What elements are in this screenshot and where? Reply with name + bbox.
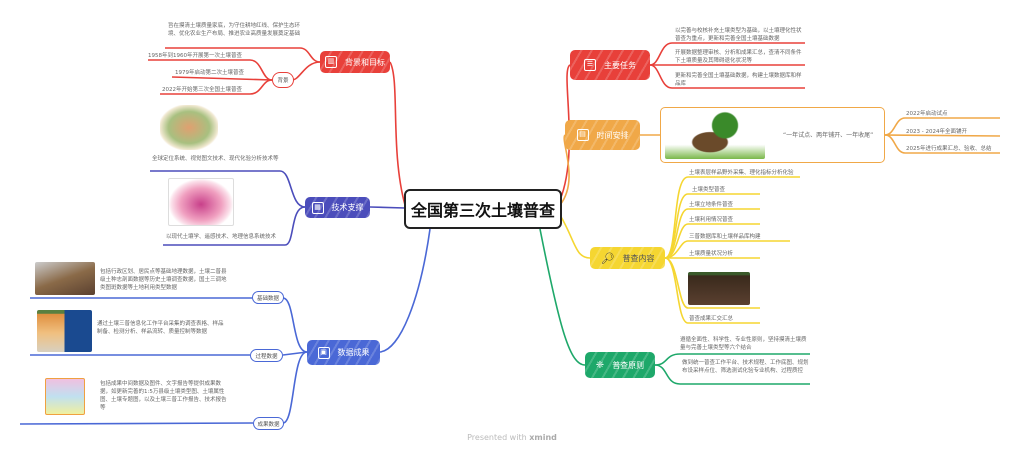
task-item[interactable]: 以完善与校核补充土壤类型为基础，以土壤理化性状普查为重点，更新和完善全国土壤基础… [675,28,802,42]
topic-label: 普查内容 [622,253,655,263]
subtopic-basic-data[interactable]: 基础数据 [252,291,284,304]
soil-image [688,272,750,305]
xmind-brand: xmind [529,433,557,442]
schedule-item[interactable]: 2025年进行成果汇总、验收、总结 [906,146,992,152]
background-item[interactable]: 1958年到1960年开展第一次土壤普查 [148,53,242,59]
topic-data-results[interactable]: ▣ 数据成果 [307,340,380,365]
data-text[interactable]: 包括成果中间数据及图件、文字报告等提供成果数据，如更新完善的1:5万县级土壤类型… [100,381,227,411]
schedule-item[interactable]: 2023 - 2024年全面铺开 [906,129,967,135]
footer-prefix: Presented with [467,433,527,442]
topic-survey-content[interactable]: 🔎︎ 普查内容 [590,247,665,269]
topic-background-goals[interactable]: ▥ 背景和目标 [320,51,390,73]
content-item[interactable]: 普查成果汇交汇总 [689,316,734,322]
principle-item[interactable]: 做到统一普查工作平台、技术规程、工作底图、规划布设采样点位、筛选测试化验专业机构… [682,360,809,374]
task-item[interactable]: 开展数据整理审核、分析和成果汇总，查清不同条件下土壤质量及其障碍退化状况等 [675,50,802,64]
background-item[interactable]: 1979年启动第二次土壤普查 [175,70,244,76]
principle-item[interactable]: 遵循全面性、科学性、专业性原则，坚持摸清土壤质量与完善土壤类型等六个结合 [680,337,807,351]
tech-item[interactable]: 以现代土壤学、遥感技术、地理信息系统技术 [166,234,277,240]
topic-label: 技术支撑 [331,203,364,212]
background-item[interactable]: 2022年开始第三次全国土壤普查 [162,87,242,93]
subtopic-result-data[interactable]: 成果数据 [253,417,284,430]
schedule-item[interactable]: 2022年启动试点 [906,111,948,117]
topic-label: 时间安排 [596,130,629,140]
topic-label: 数据成果 [337,348,370,357]
topic-label: 主要任务 [604,60,636,70]
task-item[interactable]: 更新和完善全国土壤基础数据，构建土壤数据库和样品库 [675,73,802,87]
calendar-icon: ▤ [576,129,589,141]
footer-credit: Presented with xmind [0,433,1024,442]
soil-sample-image [35,262,95,295]
schedule-card[interactable]: “一年试点、两年铺开、一年收尾” [660,107,885,163]
topic-schedule[interactable]: ▤ 时间安排 [565,120,640,150]
save-icon: ▣ [317,346,330,359]
content-item[interactable]: 土壤类型普查 [692,187,726,193]
soil-map-image [160,105,218,150]
topic-main-tasks[interactable]: ☰ 主要任务 [570,50,650,80]
topic-principles[interactable]: ❈ 普查原则 [585,352,655,378]
tech-item[interactable]: 全球定位系统、视觉图文技术、现代化验分析技术等 [152,156,279,162]
subtopic-process-data[interactable]: 过程数据 [250,349,283,362]
data-text[interactable]: 通过土壤三普信息化工作平台采集的调查表格、样品制备、检测分析、样品流转、质量控制… [97,321,224,335]
content-item[interactable]: 土壤立地条件普查 [689,202,734,208]
magnifier-icon: 🔎︎ [600,251,615,265]
china-map-image [168,178,234,226]
schedule-quote: “一年试点、两年铺开、一年收尾” [783,132,874,139]
chart-icon: ▥ [325,56,337,68]
goal-text[interactable]: 旨在摸清土壤质量家底，为守住耕地红线、保护生态环境、优化农业生产布局、推进农业高… [168,23,301,37]
central-topic[interactable]: 全国第三次土壤普查 [404,189,562,229]
topic-label: 背景和目标 [345,57,385,67]
soil-profile-image [37,310,92,352]
data-text[interactable]: 包括行政区划、居民点等基础地理数据，土壤二普县级土种志剖面数据等历史土壤调查数据… [100,269,227,291]
content-item[interactable]: 土壤表层样品野外采集、理化指标分析化验 [689,170,794,176]
topic-label: 普查原则 [612,360,645,370]
topic-tech-support[interactable]: ▦ 技术支撑 [305,197,370,218]
subtopic-background[interactable]: 背景 [272,72,294,88]
clipboard-icon: ☰ [584,59,596,71]
chip-icon: ▦ [311,201,324,214]
content-item[interactable]: 三普数据库和土壤样品库构建 [689,234,761,240]
content-item[interactable]: 土壤质量状况分析 [689,251,734,257]
atom-icon: ❈ [595,359,605,371]
soil-ecosystem-image [665,111,765,159]
content-item[interactable]: 土壤利用情况普查 [689,217,734,223]
lab-image [45,378,85,415]
